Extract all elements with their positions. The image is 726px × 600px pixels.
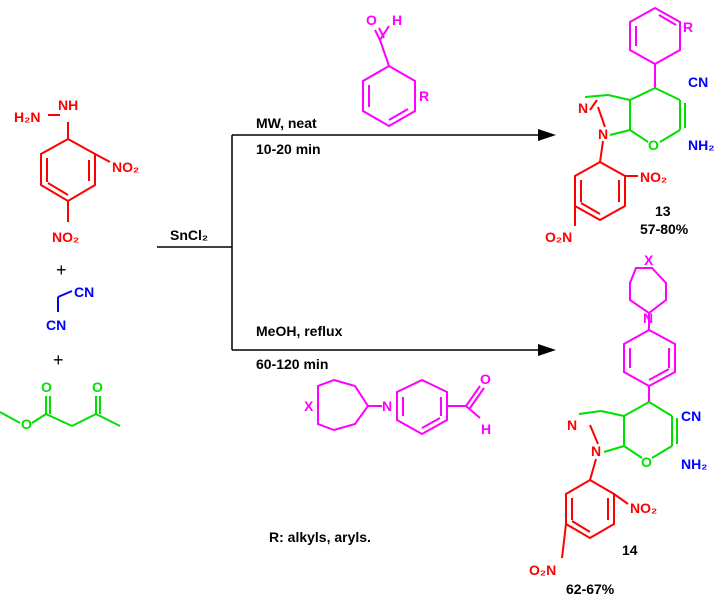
cn-label-1: CN — [74, 284, 94, 300]
no2-label-top: NO₂ — [112, 159, 139, 175]
bottom-reaction-arrowhead — [538, 344, 556, 356]
product-14-n-label: N — [643, 310, 653, 326]
product-13-r-label: R — [683, 19, 693, 35]
dinitrophenylhydrazine — [40, 114, 111, 222]
ester-oxygen-label: O — [21, 416, 32, 432]
product-13-nh2-label: NH₂ — [688, 137, 714, 153]
top-condition-1: MW, neat — [256, 115, 317, 131]
ketone-oxygen-label: O — [92, 379, 103, 395]
product-13: R CN NH₂ O N N — [545, 6, 714, 245]
product-14-cn-label: CN — [681, 408, 701, 424]
top-reaction-arrowhead — [538, 129, 556, 141]
product-13-number: 13 — [655, 203, 671, 219]
plus-sign-1: + — [56, 260, 67, 280]
carbonyl-oxygen-label: O — [41, 379, 52, 395]
no2-label-bottom: NO₂ — [52, 229, 79, 245]
h2n-label: H₂N — [14, 109, 40, 125]
nh-label: NH — [58, 97, 78, 113]
bottom-condition-1: MeOH, reflux — [256, 323, 343, 339]
aldehyde-hydrogen-label: H — [392, 12, 402, 28]
product-14-oxygen-label: O — [641, 454, 652, 470]
reaction-lines — [157, 134, 540, 351]
bottom-aldehyde-oxygen-label: O — [480, 371, 491, 387]
product-14-x-label: X — [644, 252, 654, 268]
product-14-n-label-2: N — [591, 443, 601, 459]
product-13-oxygen-label: O — [648, 137, 659, 153]
malononitrile — [57, 290, 73, 312]
product-13-n-label-1: N — [578, 100, 588, 116]
product-14-nh2-label: NH₂ — [681, 456, 707, 472]
product-14: X N CN NH₂ O N N — [529, 252, 707, 597]
substituted-benzaldehyde — [362, 25, 416, 128]
product-14-n-label-1: N — [567, 417, 577, 433]
methyl-acetoacetate — [0, 396, 121, 427]
product-13-yield: 57-80% — [640, 221, 689, 237]
piperidinyl-benzaldehyde — [317, 378, 485, 436]
product-13-no2-para: O₂N — [545, 229, 572, 245]
bottom-aldehyde-hydrogen-label: H — [481, 421, 491, 437]
footnote: R: alkyls, aryls. — [269, 529, 371, 545]
dinitrophenylhydrazine-labels: H₂N NH NO₂ NO₂ — [14, 97, 139, 245]
product-14-no2-para: O₂N — [529, 562, 556, 578]
product-13-cn-label: CN — [688, 74, 708, 90]
cn-label-2: CN — [46, 317, 66, 333]
piperidine-x-label: X — [304, 398, 314, 414]
product-13-no2-ortho: NO₂ — [640, 169, 667, 185]
top-condition-2: 10-20 min — [256, 141, 321, 157]
product-13-n-label-2: N — [598, 126, 608, 142]
piperidine-n-label: N — [382, 398, 392, 414]
aldehyde-r-label: R — [419, 88, 429, 104]
plus-sign-2: + — [53, 350, 64, 370]
catalyst-label: SnCl₂ — [170, 227, 208, 243]
product-14-number: 14 — [622, 542, 638, 558]
product-14-yield: 62-67% — [566, 581, 615, 597]
bottom-condition-2: 60-120 min — [256, 356, 328, 372]
product-14-no2-ortho: NO₂ — [630, 500, 657, 516]
aldehyde-oxygen-label: O — [366, 12, 377, 28]
